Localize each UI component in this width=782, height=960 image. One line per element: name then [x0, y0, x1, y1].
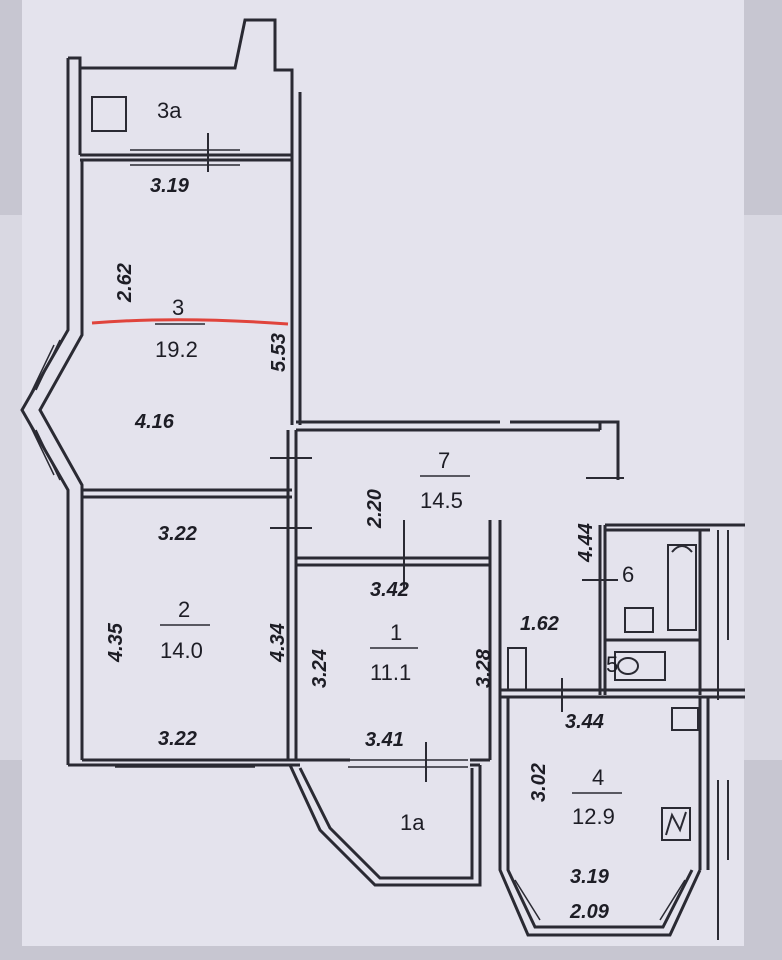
dim-3-28: 3.28 [473, 648, 495, 688]
dim-3-22-top: 3.22 [158, 523, 197, 545]
right-edge-walls [717, 530, 729, 940]
dim-3-22-bottom: 3.22 [158, 728, 197, 750]
wall-7-top [296, 420, 620, 480]
room-3-top-wall [80, 153, 292, 162]
balcony-3a-box [91, 96, 127, 132]
background-band-left [0, 215, 22, 760]
dim-2-09: 2.09 [569, 901, 610, 923]
room-7-label: 7 [438, 448, 450, 473]
bathtub-icon [667, 544, 697, 631]
dim-2-20: 2.20 [364, 489, 386, 529]
dim-1-62: 1.62 [520, 613, 559, 635]
wall-3-2 [82, 488, 292, 499]
balcony-3a-walls [66, 18, 294, 155]
dim-3-19-top: 3.19 [150, 175, 190, 197]
room-3-window [130, 149, 240, 166]
dim-4-44: 4.44 [575, 523, 597, 563]
toilet-icon [614, 651, 666, 681]
dim-5-53: 5.53 [268, 333, 290, 372]
dim-3-41: 3.41 [365, 729, 404, 751]
floor-plan-sheet [22, 0, 744, 946]
sink-icon [624, 607, 654, 633]
room-4-label: 4 [592, 765, 604, 790]
bath-walls [598, 523, 745, 695]
stove-icon [661, 807, 691, 841]
kitchen-sink-icon [671, 707, 699, 731]
room-2-label: 2 [178, 597, 190, 622]
room-5-label: 5 [606, 652, 618, 677]
walls [20, 18, 745, 940]
room-4-bay-window [514, 879, 686, 921]
room-3a-label: 3a [157, 98, 182, 123]
dim-3-44: 3.44 [565, 711, 604, 733]
room-1a-label: 1a [400, 810, 425, 835]
wall-3-right [290, 92, 302, 425]
corridor-fixture [507, 647, 527, 691]
dim-3-24: 3.24 [309, 649, 331, 688]
wall-2-right [286, 430, 298, 760]
red-measurement-line [91, 318, 289, 326]
outer-wall-left [20, 155, 84, 765]
room-3-area: 19.2 [155, 337, 198, 362]
bay-window-left [29, 339, 61, 481]
dim-4-35: 4.35 [105, 622, 127, 663]
dim-3-42: 3.42 [370, 579, 409, 601]
dim-4-34: 4.34 [267, 623, 289, 663]
room-2-area: 14.0 [160, 638, 203, 663]
room-3-label: 3 [172, 295, 184, 320]
room-labels: 3a 3 19.2 2 14.0 7 14.5 1 11.1 1a 4 12.9… [155, 98, 634, 835]
dim-3-19-bottom: 3.19 [570, 866, 610, 888]
dim-4-16: 4.16 [134, 411, 175, 433]
wall-4-right [698, 697, 710, 870]
bottom-windows [115, 759, 468, 768]
room-4-bay [498, 697, 702, 937]
room-4-area: 12.9 [572, 804, 615, 829]
dimension-labels: 3.19 2.62 5.53 4.16 3.22 4.35 4.34 3.22 … [105, 175, 610, 923]
balcony-1a-walls [288, 764, 482, 887]
room-7-area: 14.5 [420, 488, 463, 513]
door-ticks [207, 133, 624, 782]
dim-2-62: 2.62 [114, 263, 136, 303]
room-1-label: 1 [390, 620, 402, 645]
dim-3-02: 3.02 [528, 763, 550, 802]
room-6-label: 6 [622, 562, 634, 587]
background-band-right [744, 215, 782, 760]
wall-4-top [500, 688, 745, 699]
room-1-area: 11.1 [370, 660, 411, 685]
wall-7-1 [296, 556, 490, 567]
